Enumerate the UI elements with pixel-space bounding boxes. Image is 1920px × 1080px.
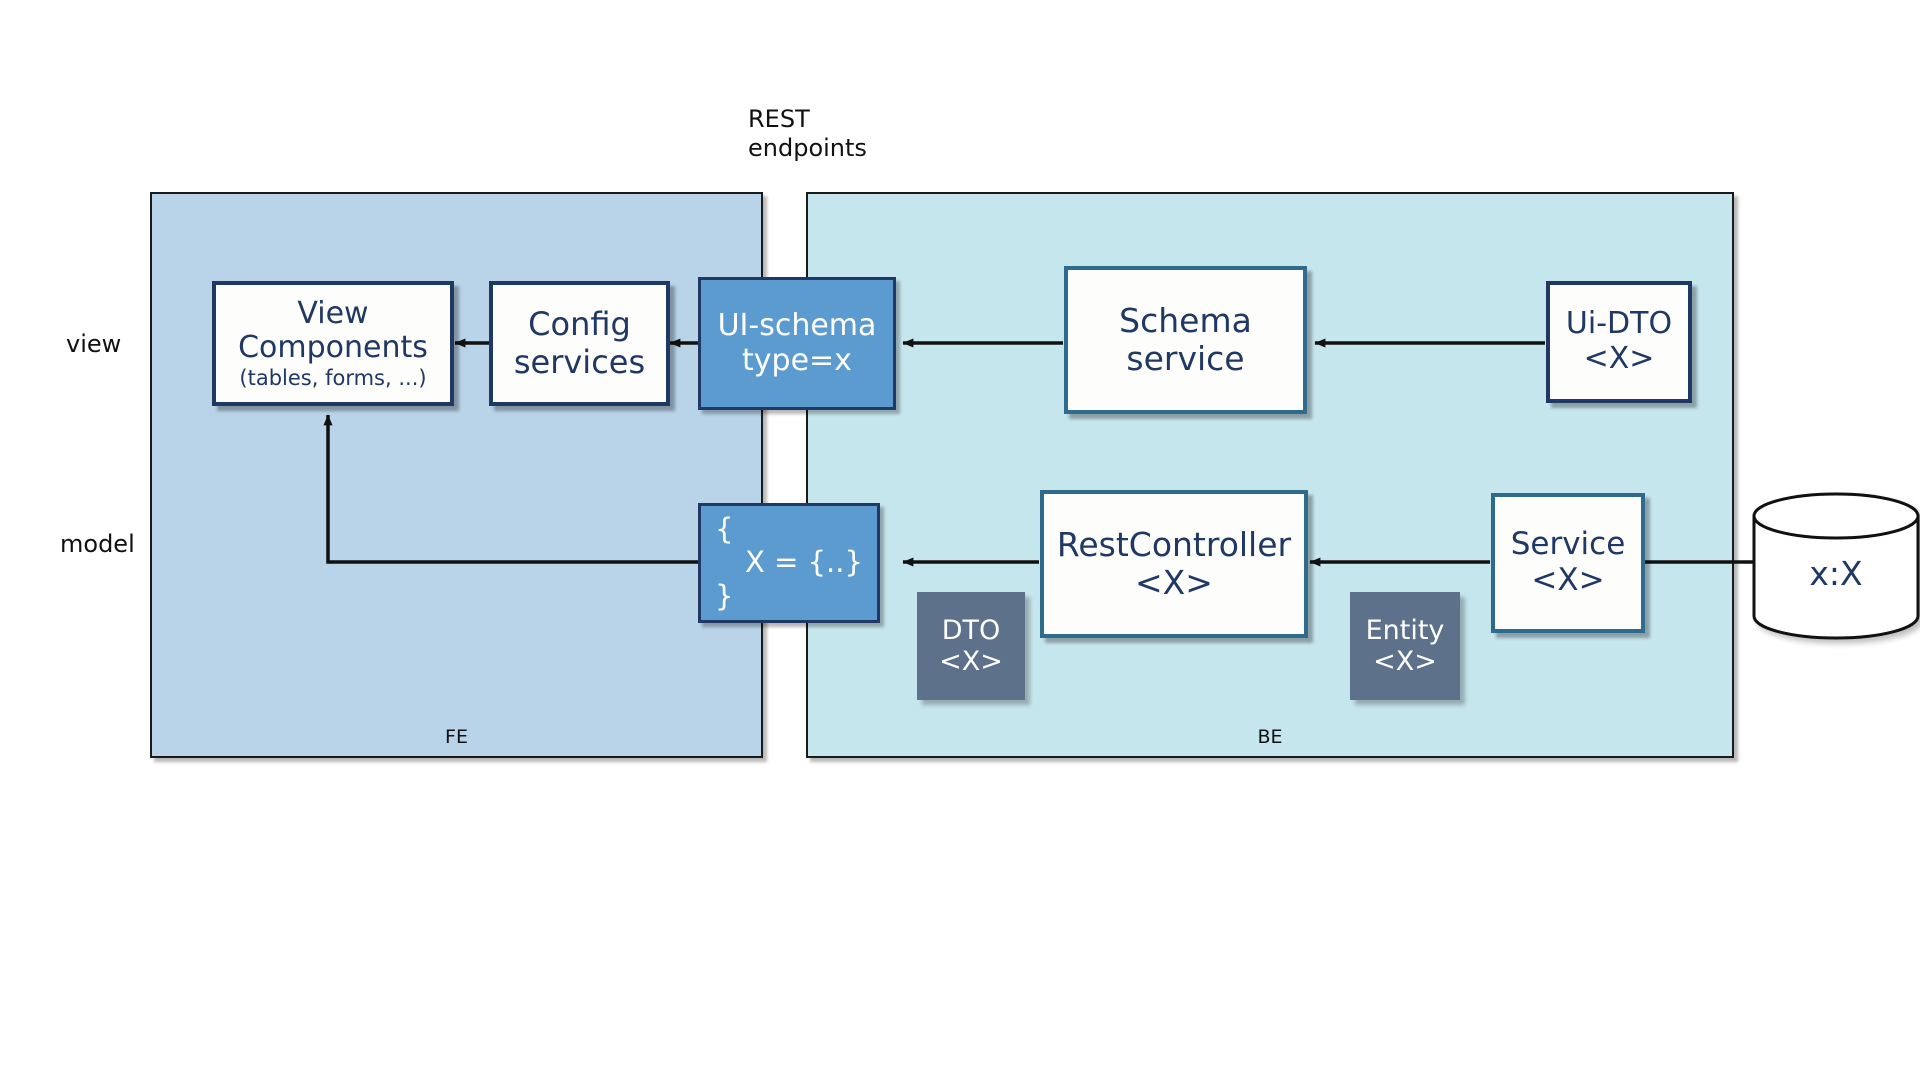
- node-rest-controller-line2: <X>: [1135, 563, 1213, 602]
- node-model-json-line1: {: [715, 511, 734, 546]
- node-service-line2: <X>: [1531, 562, 1605, 598]
- row-label-model: model: [60, 530, 135, 558]
- node-model-json-line2: X = {..}: [745, 545, 863, 580]
- node-dto-line2: <X>: [939, 646, 1003, 677]
- node-service[interactable]: Service <X>: [1491, 493, 1645, 633]
- database-shape: [1752, 492, 1920, 640]
- node-entity-line1: Entity: [1365, 614, 1445, 646]
- node-model-json[interactable]: { X = {..} }: [698, 503, 880, 623]
- row-label-view: view: [66, 330, 122, 358]
- node-schema-service-line1: Schema: [1119, 300, 1252, 340]
- node-rest-controller-line1: RestController: [1056, 524, 1292, 564]
- node-ui-dto[interactable]: Ui-DTO <X>: [1546, 281, 1692, 403]
- rest-endpoints-line2: endpoints: [748, 134, 867, 163]
- node-ui-schema[interactable]: UI-schema type=x: [698, 277, 896, 410]
- be-container-label: BE: [1257, 726, 1283, 748]
- rest-endpoints-label: REST endpoints: [748, 105, 867, 164]
- node-ui-schema-line1: UI-schema: [717, 307, 877, 343]
- node-config-services[interactable]: Config services: [489, 281, 670, 406]
- node-view-components-line3: (tables, forms, ...): [239, 366, 427, 391]
- node-ui-dto-line2: <X>: [1583, 341, 1655, 376]
- database-label: x:X: [1809, 554, 1863, 593]
- database-cylinder[interactable]: x:X: [1752, 492, 1920, 640]
- node-rest-controller[interactable]: RestController <X>: [1040, 490, 1308, 638]
- node-dto-line1: DTO: [941, 614, 1001, 646]
- node-ui-schema-line2: type=x: [742, 342, 852, 378]
- node-entity-line2: <X>: [1373, 646, 1437, 677]
- node-schema-service[interactable]: Schema service: [1064, 266, 1307, 414]
- node-schema-service-line2: service: [1126, 339, 1245, 378]
- rest-endpoints-line1: REST: [748, 105, 810, 133]
- node-config-services-line1: Config: [528, 305, 631, 344]
- node-config-services-line2: services: [513, 342, 646, 381]
- node-entity[interactable]: Entity <X>: [1350, 592, 1460, 700]
- node-view-components-line1: View: [297, 295, 369, 331]
- node-ui-dto-line1: Ui-DTO: [1565, 306, 1673, 342]
- node-view-components-line2: Components: [238, 330, 428, 366]
- node-model-json-line3: }: [715, 578, 734, 613]
- fe-container-label: FE: [445, 726, 468, 748]
- fe-container: FE: [150, 192, 763, 758]
- node-service-line1: Service: [1510, 526, 1626, 563]
- node-view-components[interactable]: View Components (tables, forms, ...): [212, 281, 454, 406]
- node-dto[interactable]: DTO <X>: [917, 592, 1025, 700]
